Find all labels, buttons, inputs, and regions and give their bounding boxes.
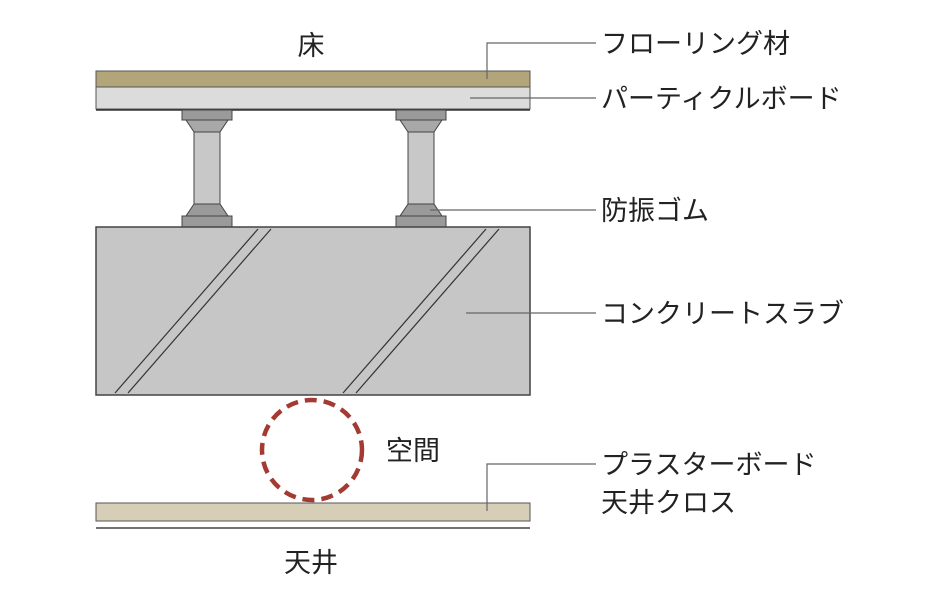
particle-board-layer [95, 86, 531, 110]
flooring-layer [95, 70, 531, 88]
concrete-slab [95, 226, 531, 396]
plaster-board-label: プラスターボード [601, 450, 816, 481]
leader-plaster-board [486, 463, 596, 511]
rubber-label: 防振ゴム [601, 196, 709, 227]
leader-flooring [486, 42, 596, 79]
particle-board-label: パーティクルボード [601, 84, 842, 115]
slab-label: コンクリートスラブ [601, 299, 844, 330]
space-label: 空間 [386, 436, 440, 467]
ceiling-label: 天井 [284, 548, 338, 579]
leader-lines [430, 42, 596, 511]
ceiling-cloth-label: 天井クロス [601, 488, 736, 519]
flooring-label: フローリング材 [601, 29, 790, 60]
slab-hatch-lines [114, 228, 500, 394]
anti-vibration-rubber-left [185, 203, 229, 217]
space-circle [259, 397, 365, 503]
support-leg-left [181, 109, 233, 228]
floor-label: 床 [298, 31, 325, 62]
ceiling-board [95, 502, 531, 522]
